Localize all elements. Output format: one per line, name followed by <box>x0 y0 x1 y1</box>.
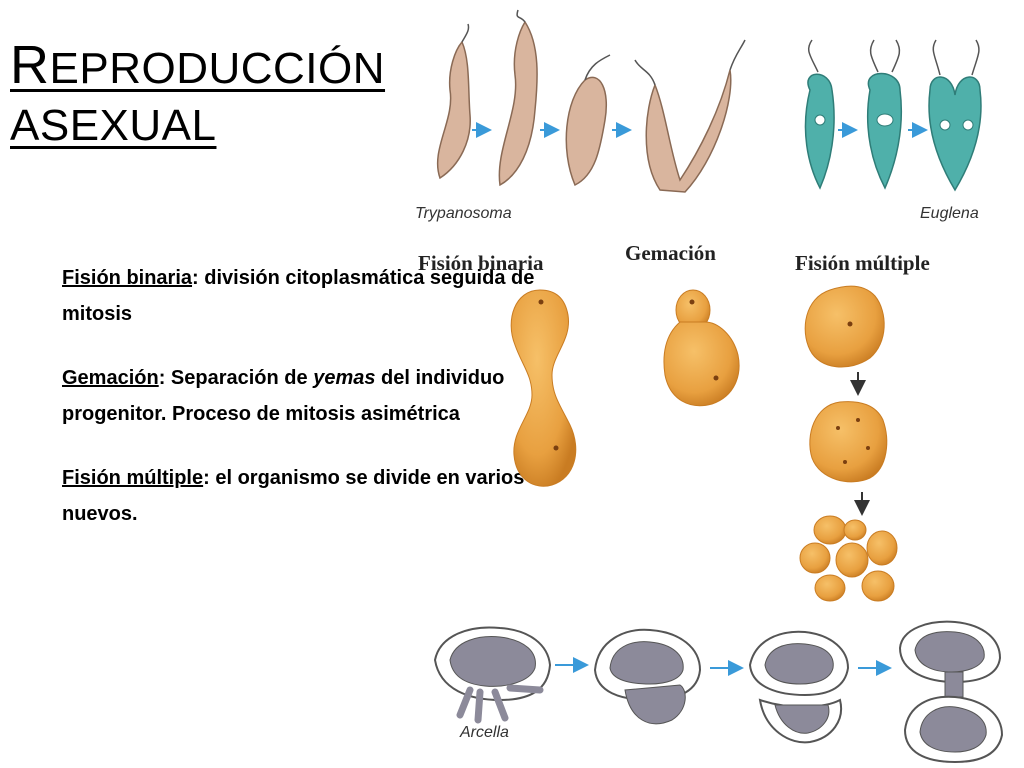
euglena-cell-2 <box>867 72 903 190</box>
term-multiple-fission: Fisión múltiple <box>62 467 204 489</box>
euglena-sequence: Euglena <box>804 39 982 222</box>
title-line-1: REPRODUCCIÓN <box>10 38 385 92</box>
trypanosoma-sequence: Trypanosoma <box>415 9 746 222</box>
term-budding: Gemación <box>62 367 159 389</box>
trypanosoma-cell-4 <box>645 69 732 193</box>
trypanosoma-cell-3 <box>565 76 607 187</box>
definitions-text: Fisión binaria: división citoplasmática … <box>62 260 542 560</box>
definition-multiple-fission-text: : el organismo se divide en varios nuevo… <box>62 467 525 525</box>
label-multiple-fission: Fisión múltiple <box>795 251 930 275</box>
budding-cell <box>663 289 740 407</box>
definition-budding-text-a: : Separación de <box>158 367 314 389</box>
definition-budding-text-b: del individuo progenitor. Proceso de mit… <box>62 367 505 425</box>
euglena-cell-3 <box>928 76 982 192</box>
daughter-cells <box>799 515 898 602</box>
title-line-2: ASEXUAL <box>10 101 217 150</box>
euglena-cell-1 <box>804 73 835 190</box>
definition-budding: Gemación: Separación de yemas del indivi… <box>62 360 542 432</box>
arcella-caption: Arcella <box>459 724 509 741</box>
arcella-sequence: Arcella <box>433 620 1004 764</box>
binary-fission-cell <box>510 289 577 487</box>
definition-binary-fission-text: : división citoplasmática seguida de mit… <box>62 267 535 325</box>
definition-budding-em: yemas <box>313 367 376 389</box>
slide-title: REPRODUCCIÓN ASEXUAL <box>10 38 385 160</box>
multiple-fission-sequence <box>799 285 898 602</box>
trypanosoma-cell-1 <box>436 40 471 180</box>
title-initial: R <box>10 35 50 95</box>
term-binary-fission: Fisión binaria <box>62 267 193 289</box>
label-budding: Gemación <box>625 241 716 265</box>
definition-binary-fission: Fisión binaria: división citoplasmática … <box>62 260 542 332</box>
trypanosoma-caption: Trypanosoma <box>415 205 512 222</box>
label-binary-fission: Fisión binaria <box>418 251 544 275</box>
title-rest: EPRODUCCIÓN <box>49 44 386 93</box>
definition-multiple-fission: Fisión múltiple: el organismo se divide … <box>62 460 542 532</box>
euglena-caption: Euglena <box>920 205 979 222</box>
trypanosoma-cell-2 <box>498 20 538 187</box>
